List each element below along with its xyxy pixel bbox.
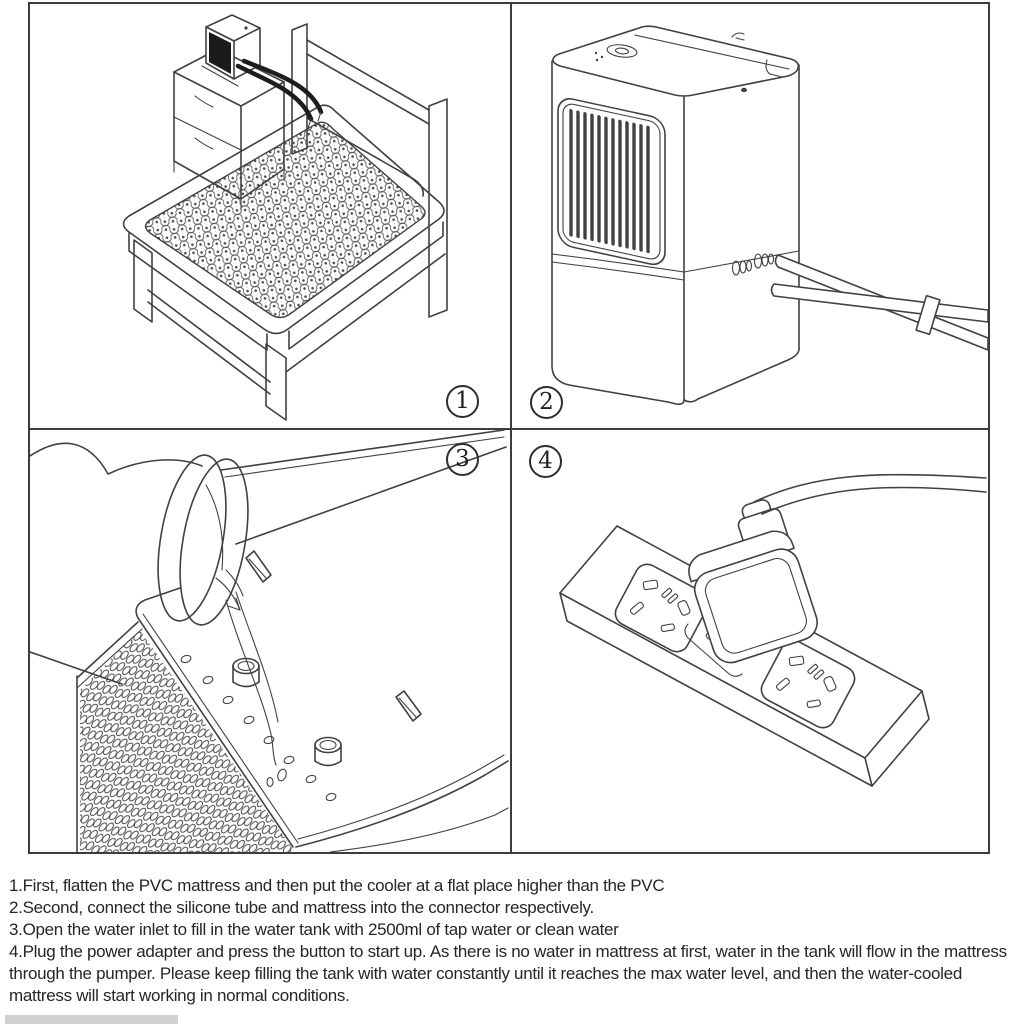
power-strip	[559, 525, 930, 787]
open-water-inlet-lid	[157, 454, 249, 626]
power-cable	[753, 473, 987, 515]
water-stream	[225, 591, 287, 788]
vent-grille	[557, 98, 666, 266]
panel-divider-horizontal	[30, 428, 988, 430]
top-logo-mark	[731, 32, 745, 41]
step-badge-3: 3	[446, 443, 479, 476]
cooler-on-nightstand	[201, 14, 261, 87]
instruction-step-4: 4.Plug the power adapter and press the b…	[9, 941, 1007, 1005]
deck-holes	[180, 654, 337, 802]
water-container	[30, 442, 203, 685]
tube-sleeve	[915, 294, 941, 336]
instruction-step-1: 1.First, flatten the PVC mattress and th…	[9, 876, 665, 895]
lid-notch	[765, 59, 783, 78]
bed-setup-illustration	[122, 14, 448, 421]
silicone-tubes	[235, 58, 324, 129]
instruction-text: 1.First, flatten the PVC mattress and th…	[9, 875, 1017, 1006]
side-hole	[741, 87, 747, 93]
silicone-tubes	[770, 254, 988, 351]
panel-3-fill-water	[30, 430, 510, 852]
deck-surface	[135, 430, 509, 852]
step-badge-1: 1	[446, 385, 479, 418]
nightstand	[173, 48, 285, 211]
deck-slots	[245, 550, 422, 722]
step-badge-4: 4	[529, 445, 562, 478]
cooler-tubes-illustration	[551, 25, 988, 405]
pour-funnel	[215, 569, 244, 611]
instruction-step-2: 2.Second, connect the silicone tube and …	[9, 897, 594, 917]
instruction-step-3: 3.Open the water inlet to fill in the wa…	[9, 919, 619, 939]
step-badge-2: 2	[530, 386, 563, 419]
power-adapter-illustration	[559, 473, 987, 787]
power-adapter	[688, 499, 818, 664]
instruction-figure: 1 2 3 4	[28, 2, 990, 854]
bed-frame	[133, 239, 446, 421]
mattress-texture	[76, 621, 292, 852]
panel-4-power-adapter	[512, 430, 988, 852]
cooler-body	[551, 25, 800, 405]
panel-1-bed-setup	[30, 4, 510, 428]
pvc-mattress	[122, 104, 445, 351]
fill-water-illustration	[30, 430, 509, 852]
panel-2-cooler-tubes	[512, 4, 988, 428]
socket-left	[614, 563, 710, 653]
socket-right	[760, 639, 856, 729]
bottom-gray-bar	[5, 1015, 178, 1024]
connector-ports	[232, 657, 342, 767]
power-button	[594, 44, 638, 62]
tube-connectors	[731, 253, 775, 276]
